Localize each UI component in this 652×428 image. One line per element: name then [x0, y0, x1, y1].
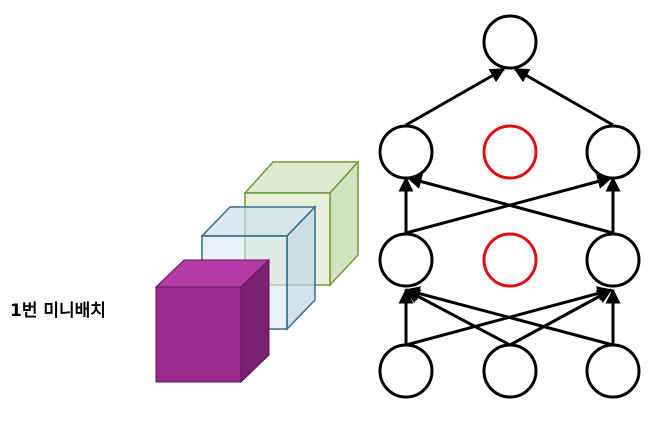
- edge: [405, 67, 506, 127]
- edge: [513, 67, 614, 127]
- minibatch-cube-front: [154, 258, 271, 384]
- minibatch-label: 1번 미니배치: [10, 301, 106, 321]
- edge: [404, 288, 511, 347]
- hidden2-node-dropped: [482, 124, 538, 180]
- hidden1-node-dropped: [482, 232, 538, 288]
- edge: [404, 286, 614, 347]
- output-node: [482, 14, 538, 70]
- network-nodes: [378, 14, 641, 399]
- hidden2-node-left: [378, 124, 434, 180]
- input-node-middle: [482, 343, 538, 399]
- hidden1-node-right: [585, 232, 641, 288]
- input-node-right: [585, 343, 641, 399]
- hidden1-node-left: [378, 232, 434, 288]
- edges-input-to-hidden1: [398, 286, 621, 347]
- edge: [406, 174, 614, 235]
- edges-hidden2-to-output: [405, 67, 614, 127]
- input-node-left: [378, 343, 434, 399]
- edges-hidden1-to-hidden2: [398, 174, 621, 235]
- hidden2-node-right: [585, 124, 641, 180]
- edge: [509, 288, 613, 347]
